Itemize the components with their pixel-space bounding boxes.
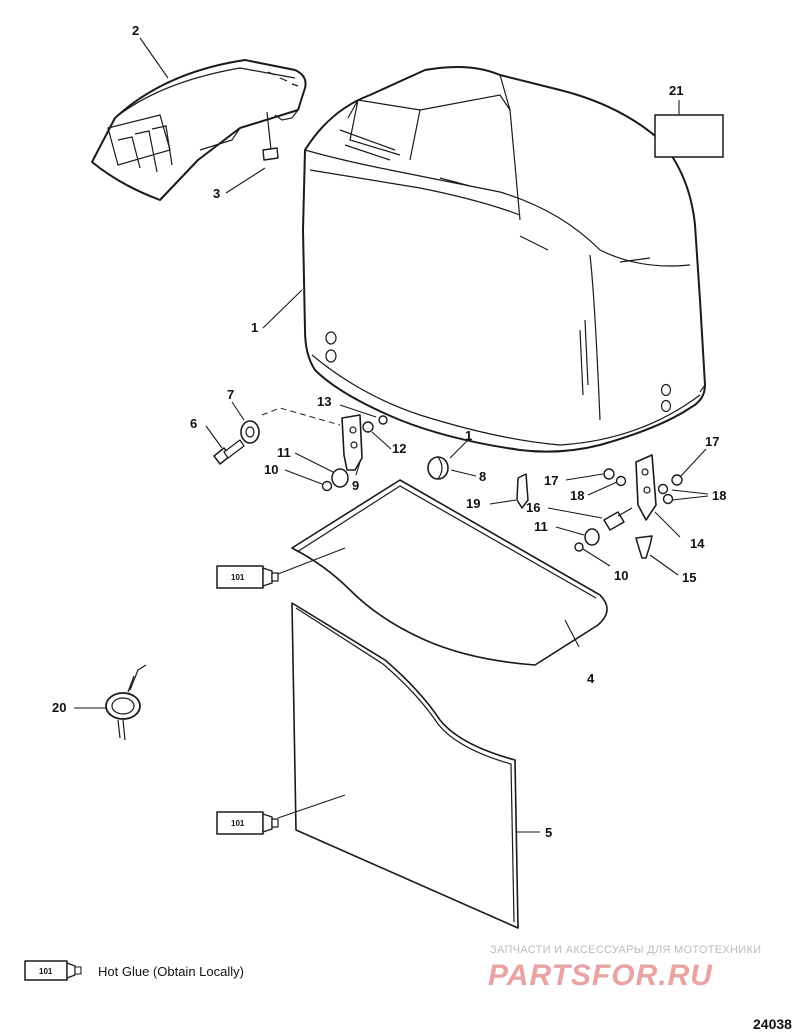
callout-11-right: 11 <box>534 519 548 534</box>
cable-tie <box>105 664 147 741</box>
nut-17b <box>671 474 683 486</box>
washer <box>240 420 260 444</box>
nut-small <box>378 415 388 425</box>
callout-20: 20 <box>52 700 66 715</box>
push-pin <box>635 535 653 559</box>
glue-tube-upper: 101 <box>216 565 279 589</box>
callout-21: 21 <box>669 83 683 98</box>
legend-tube-label: 101 <box>39 967 53 976</box>
engine-cowl <box>302 66 706 453</box>
nut-17a <box>603 468 615 480</box>
callout-10-left: 10 <box>264 462 278 477</box>
callout-15: 15 <box>682 570 696 585</box>
screw <box>262 111 279 161</box>
callouts: 2 3 1 4 5 6 7 13 12 9 11 10 1 8 19 17 18… <box>52 23 726 840</box>
watermark: ЗАПЧАСТИ И АКСЕССУАРЫ ДЛЯ МОТОТЕХНИКИ PA… <box>488 944 761 992</box>
sound-pad-lower <box>291 602 519 929</box>
bolt <box>213 439 245 465</box>
callout-5: 5 <box>545 825 552 840</box>
callout-8: 8 <box>479 469 486 484</box>
callout-18-left: 18 <box>570 488 584 503</box>
glue-tube-lower-label: 101 <box>231 819 245 828</box>
callout-12: 12 <box>392 441 406 456</box>
nut-left <box>321 480 333 492</box>
watermark-tagline: ЗАПЧАСТИ И АКСЕССУАРЫ ДЛЯ МОТОТЕХНИКИ <box>490 944 761 956</box>
sound-pad-upper <box>291 479 608 666</box>
leader-lines <box>74 37 709 833</box>
nut-right <box>574 542 584 552</box>
stud <box>603 507 633 531</box>
callout-17-right: 17 <box>705 434 719 449</box>
callout-3: 3 <box>213 186 220 201</box>
latch-bracket-right <box>635 454 657 521</box>
callout-10-right: 10 <box>614 568 628 583</box>
nut <box>362 421 374 433</box>
washer-18b <box>657 483 669 495</box>
watermark-brand: PARTSFOR.RU <box>488 959 713 992</box>
callout-13: 13 <box>317 394 331 409</box>
callout-9: 9 <box>352 478 359 493</box>
latch-bracket <box>341 414 363 471</box>
callout-18-right: 18 <box>712 488 726 503</box>
washer-18a <box>615 475 627 487</box>
legend-text: Hot Glue (Obtain Locally) <box>98 964 244 979</box>
cowl-top-cover <box>91 59 307 201</box>
callout-16: 16 <box>526 500 540 515</box>
callout-1b: 1 <box>465 428 472 443</box>
callout-17-left: 17 <box>544 473 558 488</box>
callout-14: 14 <box>690 536 705 551</box>
callout-6: 6 <box>190 416 197 431</box>
legend: 101 Hot Glue (Obtain Locally) <box>24 960 244 981</box>
grommet <box>427 456 449 480</box>
bushing-right <box>584 528 600 546</box>
latch-hook <box>516 473 529 509</box>
glue-tube-upper-label: 101 <box>231 573 245 582</box>
callout-2: 2 <box>132 23 139 38</box>
figure-number: 24038 <box>753 1016 792 1032</box>
callout-4: 4 <box>587 671 595 686</box>
callout-1: 1 <box>251 320 258 335</box>
callout-7: 7 <box>227 387 234 402</box>
bushing <box>331 468 349 488</box>
callout-19: 19 <box>466 496 480 511</box>
glue-tube-lower: 101 <box>216 811 279 835</box>
washer-18c <box>662 493 674 505</box>
callout-11-left: 11 <box>277 445 291 460</box>
decal-21 <box>654 114 724 158</box>
